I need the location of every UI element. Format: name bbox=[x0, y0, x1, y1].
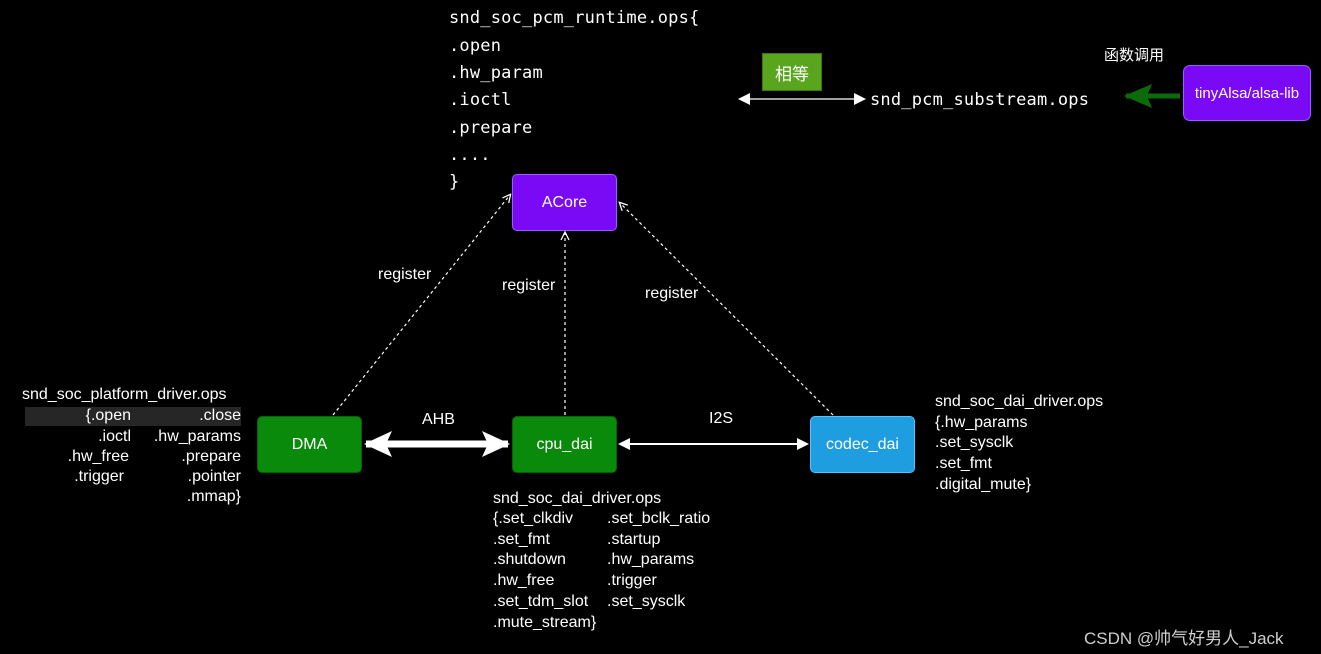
cpu-ops-right: .set_bclk_ratio bbox=[607, 510, 711, 527]
dma-node: DMA bbox=[257, 416, 362, 473]
codec-ops-title: snd_soc_dai_driver.ops bbox=[935, 393, 1104, 410]
cpu-ops-left: .set_tdm_slot bbox=[493, 593, 589, 610]
platform-ops-left: .hw_free bbox=[67, 448, 129, 465]
runtime-ops-line: .ioctl bbox=[449, 90, 512, 110]
ahb-label: AHB bbox=[422, 411, 455, 428]
codec-ops-line: .set_sysclk bbox=[935, 434, 1014, 451]
platform-ops-right: .close bbox=[199, 407, 241, 424]
platform-ops-left: .trigger bbox=[74, 468, 124, 485]
runtime-ops-header: snd_soc_pcm_runtime.ops{ bbox=[449, 8, 700, 28]
runtime-ops-line: } bbox=[449, 172, 460, 192]
cpu-ops-right: .set_sysclk bbox=[607, 593, 686, 610]
substream-ops-label: snd_pcm_substream.ops bbox=[870, 90, 1090, 110]
cpu-ops-right: .startup bbox=[607, 531, 661, 548]
platform-ops-right: .pointer bbox=[187, 468, 241, 485]
register-label-left: register bbox=[378, 266, 432, 283]
cpu-ops-left: {.set_clkdiv bbox=[493, 510, 574, 527]
acore-node: ACore bbox=[512, 174, 617, 231]
cpu-ops-title: snd_soc_dai_driver.ops bbox=[493, 490, 662, 507]
platform-ops-left: .ioctl bbox=[98, 428, 131, 445]
platform-ops-right: .hw_params bbox=[153, 428, 241, 445]
call-label: 函数调用 bbox=[1104, 47, 1165, 64]
tinyalsa-node: tinyAlsa/alsa-lib bbox=[1183, 65, 1311, 121]
platform-ops-right: .mmap} bbox=[186, 488, 241, 505]
register-arrow-dma-acore bbox=[332, 195, 510, 416]
cpu-ops-left: .mute_stream} bbox=[493, 614, 597, 631]
runtime-ops-line: .prepare bbox=[449, 118, 533, 138]
cpu-ops-left: .shutdown bbox=[493, 551, 566, 568]
runtime-ops-line: .... bbox=[449, 145, 491, 165]
i2s-label: I2S bbox=[709, 410, 734, 427]
codec-ops-line: .set_fmt bbox=[935, 455, 992, 472]
codec-ops-line: .digital_mute} bbox=[935, 476, 1032, 493]
codec-dai-node: codec_dai bbox=[810, 416, 915, 473]
platform-ops-highlight bbox=[25, 407, 241, 426]
watermark: CSDN @帅气好男人_Jack bbox=[1084, 629, 1284, 648]
register-arrow-codec-acore bbox=[620, 203, 834, 416]
platform-ops-left: {.open bbox=[85, 407, 131, 424]
cpu-ops-right: .hw_params bbox=[607, 551, 695, 568]
equal-badge: 相等 bbox=[762, 53, 822, 91]
codec-ops-line: {.hw_params bbox=[935, 414, 1028, 431]
cpu-dai-node: cpu_dai bbox=[512, 416, 617, 473]
runtime-ops-line: .open bbox=[449, 36, 502, 56]
cpu-ops-left: .set_fmt bbox=[493, 531, 550, 548]
cpu-ops-right: .trigger bbox=[607, 572, 657, 589]
runtime-ops-line: .hw_param bbox=[449, 63, 543, 83]
platform-ops-title: snd_soc_platform_driver.ops bbox=[22, 386, 227, 403]
register-label-right: register bbox=[645, 285, 699, 302]
platform-ops-right: .prepare bbox=[181, 448, 241, 465]
register-label-mid: register bbox=[502, 277, 556, 294]
cpu-ops-left: .hw_free bbox=[493, 572, 555, 589]
